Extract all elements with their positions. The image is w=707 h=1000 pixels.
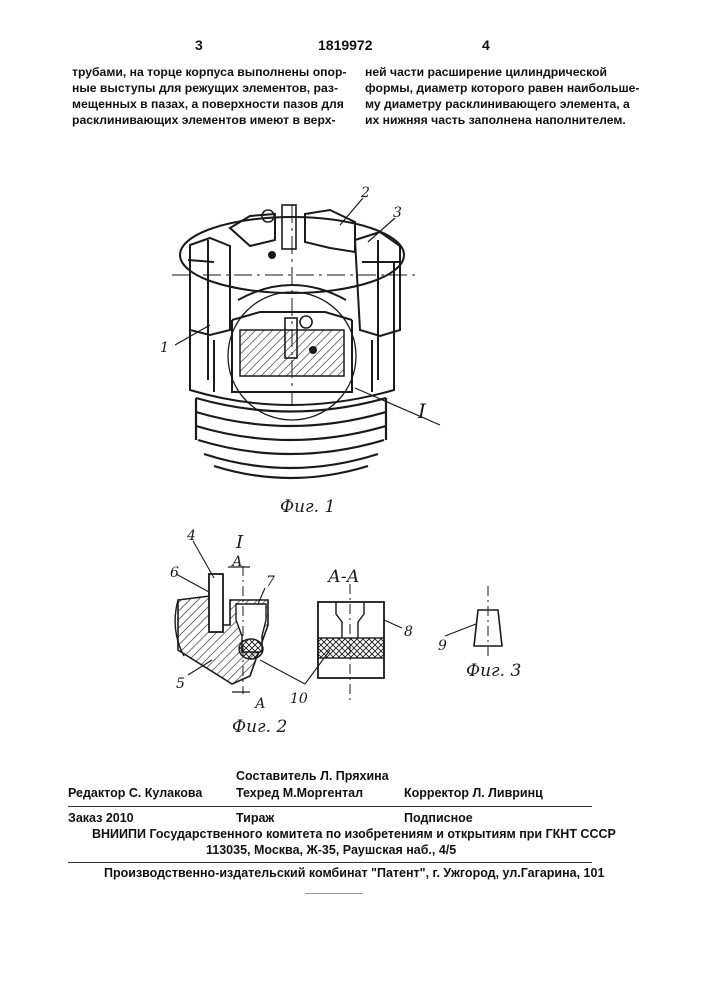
divider <box>68 806 592 807</box>
techred: Техред М.Моргентал <box>236 786 363 800</box>
figure-3-caption: Фиг. 3 <box>466 661 521 681</box>
order: Заказ 2010 <box>68 811 134 825</box>
label-8: 8 <box>404 624 413 640</box>
section-mark-a-top: А <box>231 554 243 570</box>
editor: Редактор С. Кулакова <box>68 786 202 800</box>
subscription: Подписное <box>404 811 473 825</box>
print-run: Тираж <box>236 811 274 825</box>
publisher: Производственно-издательский комбинат "П… <box>104 866 604 880</box>
organization: ВНИИПИ Государственного комитета по изоб… <box>92 827 616 841</box>
address: 113035, Москва, Ж-35, Раушская наб., 4/5 <box>206 843 456 857</box>
label-6: 6 <box>170 565 179 581</box>
label-5: 5 <box>176 676 185 692</box>
label-7: 7 <box>266 574 275 590</box>
section-mark-a-bottom: А <box>254 696 266 712</box>
divider <box>68 862 592 863</box>
divider <box>305 893 363 894</box>
fig2-detail-label: I <box>235 532 244 553</box>
section-title: А-А <box>327 567 360 587</box>
figure-2-caption: Фиг. 2 <box>232 717 287 737</box>
label-9: 9 <box>438 638 447 654</box>
compiler: Составитель Л. Пряхина <box>236 769 389 783</box>
label-4: 4 <box>186 528 196 544</box>
corrector: Корректор Л. Ливринц <box>404 786 543 800</box>
label-10: 10 <box>290 691 308 707</box>
